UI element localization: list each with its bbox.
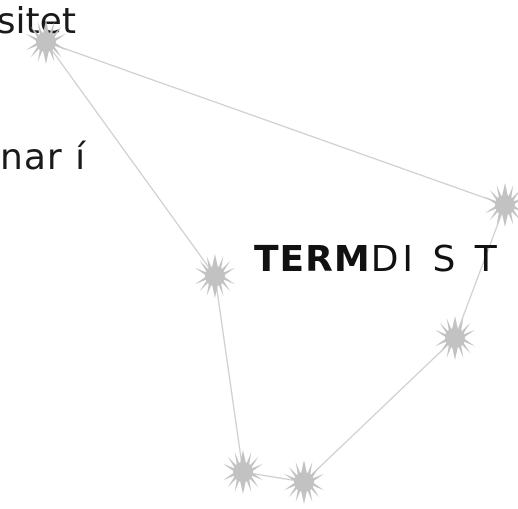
constellation-lines: [45, 41, 506, 483]
star-icon: [221, 450, 265, 494]
logo-light-part: DI S T: [370, 239, 501, 280]
background-text-universitet: rsitet: [0, 1, 76, 42]
background-text-line2: nar í: [0, 137, 87, 178]
termdist-logo: TERMDI S T: [254, 242, 501, 278]
star-icon: [282, 460, 326, 504]
star-icon: [433, 316, 477, 360]
edge-line: [303, 337, 456, 483]
edge-line: [45, 41, 506, 206]
edge-line: [214, 275, 244, 473]
star-icon: [193, 254, 237, 298]
star-icon: [24, 20, 68, 64]
edge-line: [45, 41, 216, 277]
star-icon: [483, 183, 518, 227]
logo-bold-part: TERM: [254, 239, 371, 280]
edge-line: [454, 204, 506, 339]
